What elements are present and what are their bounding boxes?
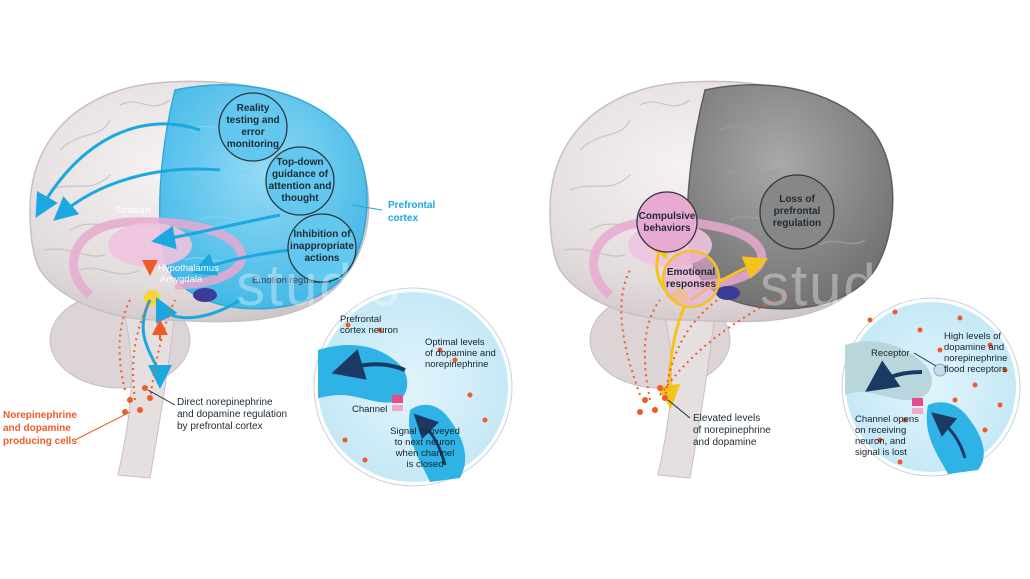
orange-projections-left [118,299,176,401]
emotion-label: Emotion regulation [252,275,331,286]
channel-right [912,398,923,406]
striatum-label: Striatum [115,205,150,216]
left-brain: Striatum Hypothalamus Amygdala Emotion r… [3,80,513,487]
brainstem-right [657,299,716,479]
channel-label: Channel [352,404,387,415]
hypothalamus-dot [144,290,160,306]
orange-projections-right [620,269,791,401]
blue-arrows-left [35,122,291,389]
amygdala-shape [193,288,217,302]
watermark-left: studio [236,253,403,318]
watermark-right: studio [760,253,927,318]
channel-left [392,395,403,403]
amygdala-label: Amygdala [160,274,203,285]
receptor-shape [933,363,947,377]
receptor-label: Receptor [871,348,910,359]
limbic-loop-left [69,217,247,299]
hypothalamus-label: Hypothalamus [158,263,219,274]
